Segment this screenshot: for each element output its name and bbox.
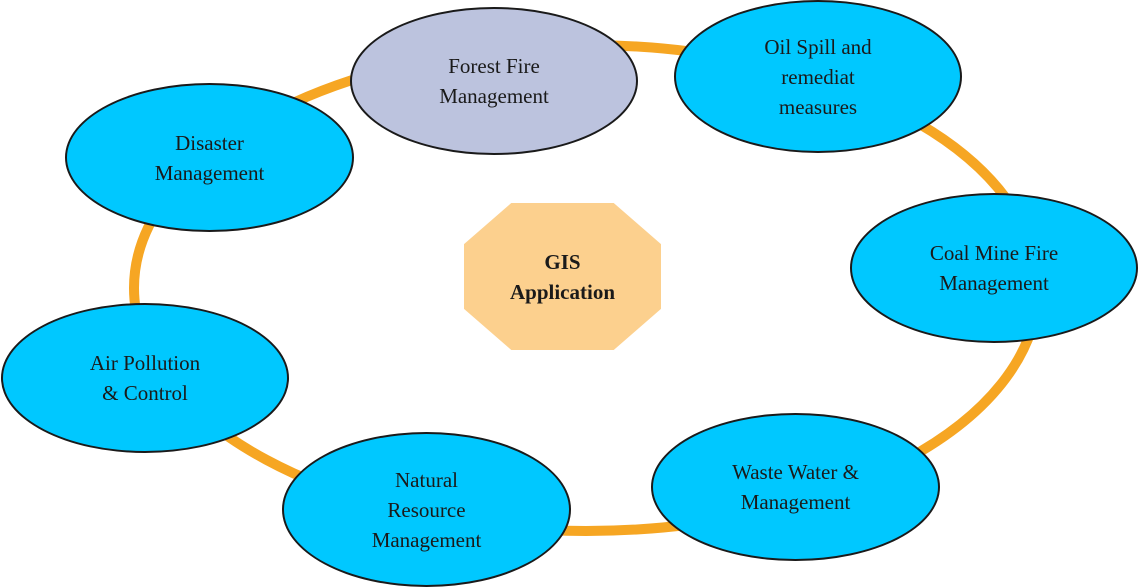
node-disaster: Disaster Management <box>65 83 354 232</box>
node-label-line: measures <box>778 94 858 119</box>
node-label-line: Management <box>154 160 265 185</box>
node-natural-resource: Natural Resource Management <box>282 432 571 587</box>
node-label-line: Disaster <box>175 130 244 155</box>
node-label-line: Management <box>740 490 851 514</box>
node-label-line: Air Pollution <box>89 351 201 375</box>
center-octagon: GIS Application <box>464 203 661 350</box>
node-label-line: Natural <box>395 467 458 492</box>
node-label-line: Waste Water & <box>732 460 859 484</box>
node-label-line: Resource <box>387 497 466 522</box>
node-label-line: & Control <box>102 381 188 405</box>
center-label-line-2: Application <box>509 279 616 304</box>
center-label-line-1: GIS <box>544 249 581 274</box>
node-label-line: Management <box>371 527 482 552</box>
node-coal-mine-fire: Coal Mine Fire Management <box>850 193 1138 343</box>
node-oil-spill: Oil Spill and remediat measures <box>674 0 962 153</box>
node-forest-fire: Forest Fire Management <box>350 7 638 155</box>
node-label-line: Management <box>939 271 1049 295</box>
node-waste-water: Waste Water & Management <box>651 413 940 561</box>
node-label-line: remediat <box>781 64 855 89</box>
node-label-line: Forest Fire <box>448 54 540 78</box>
node-air-pollution: Air Pollution & Control <box>1 303 289 453</box>
node-label-line: Oil Spill and <box>764 34 872 59</box>
node-label-line: Management <box>439 84 549 108</box>
node-label-line: Coal Mine Fire <box>929 241 1059 265</box>
